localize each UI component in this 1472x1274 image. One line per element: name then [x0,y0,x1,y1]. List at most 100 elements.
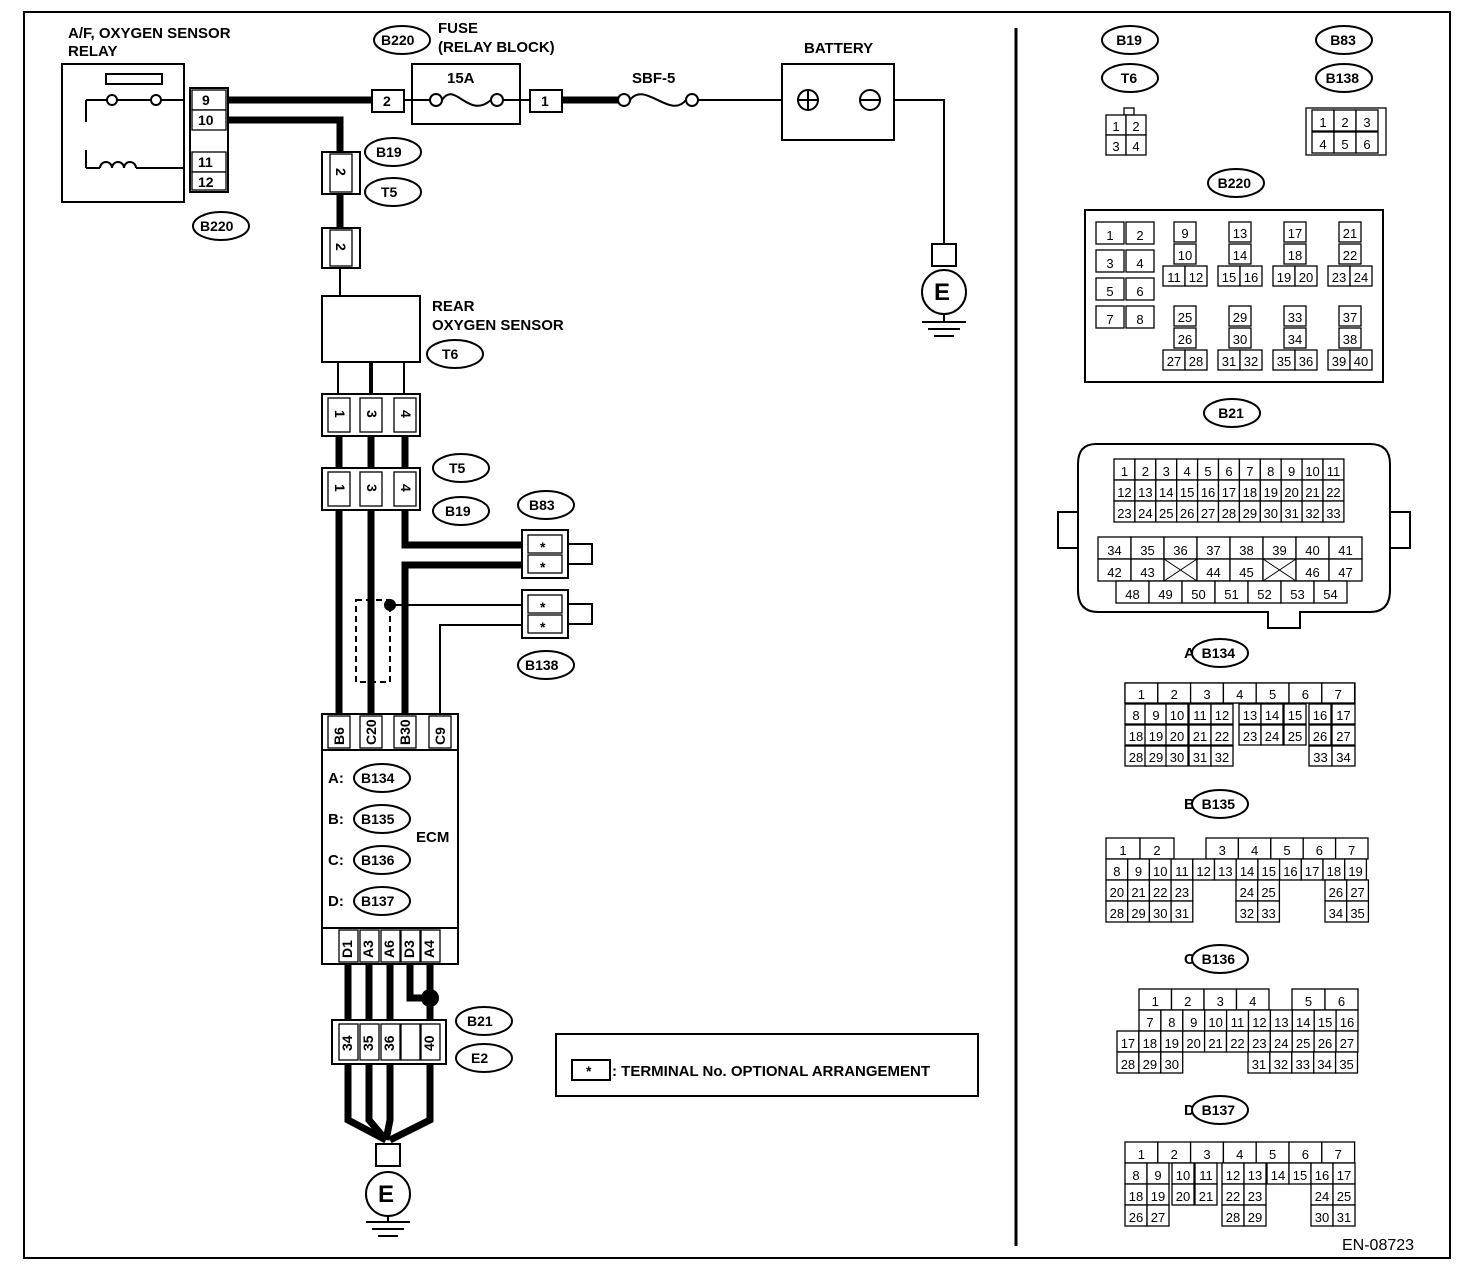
pin-number: 3 [1163,464,1170,479]
pin-number: 2 [1171,1147,1178,1162]
pin-cell [1349,265,1373,287]
pin-number: 15 [1318,1015,1332,1030]
svg-text:OXYGEN SENSOR: OXYGEN SENSOR [432,317,564,334]
pin-number: 4 [1251,843,1258,858]
pin-cell [1095,277,1125,301]
pin-number: 19 [1348,864,1362,879]
svg-text:(RELAY BLOCK): (RELAY BLOCK) [438,39,555,56]
pin-number: 28 [1129,750,1143,765]
connector-oval-label: B83 [1330,32,1356,48]
pin-number: 24 [1138,506,1152,521]
pin-number: 51 [1224,587,1238,602]
connector-oval-label: B21 [1218,405,1244,421]
pin-number: 33 [1261,906,1275,921]
ground-pin [338,1023,359,1061]
connector-oval-label: B135 [1202,796,1236,812]
svg-text:E: E [934,279,950,306]
pin-number: 35 [1277,354,1291,369]
pin-number: 20 [1176,1189,1190,1204]
pin-number: 2 [1142,464,1149,479]
pin-number: 23 [1252,1036,1266,1051]
pin-number: 4 [1249,994,1256,1009]
pin-cell [1355,109,1379,132]
connector-oval-b19 [1101,25,1159,55]
af-oxygen-sensor-relay: A/F, OXYGEN SENSOR RELAY 9 10 11 12 [61,25,231,203]
pin-number: 32 [1215,750,1229,765]
pin-number: 23 [1332,270,1346,285]
pin-number: 26 [1178,332,1192,347]
pin-number: 19 [1277,270,1291,285]
pin-cell [1228,327,1252,349]
pin-number: 4 [1236,1147,1243,1162]
pin-number: 6 [1302,1147,1309,1162]
svg-text:2: 2 [333,168,349,176]
pin-cell [1125,221,1155,245]
ecm-pin-label: A3 [360,940,376,958]
pin-number: 31 [1337,1210,1351,1225]
pin-number: 18 [1288,248,1302,263]
pin-cell [1160,1051,1184,1074]
pin-cell [1283,724,1307,746]
pin-number: 44 [1206,565,1220,580]
pin-cell [1338,305,1362,327]
pin-cell [1170,900,1194,923]
pin-number: 30 [1315,1210,1329,1225]
pin-number: 29 [1149,750,1163,765]
svg-text:E: E [378,1181,394,1208]
pin-number: 18 [1327,864,1341,879]
pin-cell [1243,1204,1267,1227]
pin-number: 26 [1318,1036,1332,1051]
pin-cell [1173,243,1197,265]
svg-text:B21: B21 [467,1013,493,1029]
pin-number: 47 [1338,565,1352,580]
connector-oval-t6 [1101,63,1159,93]
pin-number: 17 [1121,1036,1135,1051]
pin-number: 14 [1265,708,1279,723]
pin-number: 23 [1175,885,1189,900]
svg-text:B19: B19 [445,503,471,519]
ecm-connector-b136 [353,845,411,875]
pin-number: 41 [1338,543,1352,558]
pin-number: 34 [1317,1057,1331,1072]
pin-number: 39 [1272,543,1286,558]
pin-cell [1095,249,1125,273]
pin-number: 5 [1269,1147,1276,1162]
pin-number: 40 [1354,354,1368,369]
pin-number: 3 [1217,994,1224,1009]
pin-number: 17 [1288,226,1302,241]
pin-number: 31 [1222,354,1236,369]
pin-number: 31 [1252,1057,1266,1072]
pin-number: 11 [1231,1015,1245,1030]
svg-text:RELAY: RELAY [68,43,117,60]
pin-number: 8 [1113,864,1120,879]
pin-number: 9 [1288,464,1295,479]
pin-number: 8 [1168,1015,1175,1030]
pin-cell [1338,327,1362,349]
connector-oval-label: B137 [1202,1102,1236,1118]
sensor-wires [335,436,522,714]
pin-cell [1165,724,1189,746]
ecm-connector-b134 [353,763,411,793]
pin-cell [1338,221,1362,243]
pin-cell [1194,1183,1218,1206]
pin-cell [1283,305,1307,327]
pin-number: 29 [1131,906,1145,921]
pin-number: 29 [1233,310,1247,325]
pin-cell [1260,724,1284,746]
pin-number: 1 [1121,464,1128,479]
pin-number: 9 [1152,708,1159,723]
ground-pin-label: 36 [381,1035,397,1051]
pin-number: 30 [1165,1057,1179,1072]
ecm-pin-d3 [400,929,421,963]
svg-text:B138: B138 [525,657,559,673]
pin-number: 5 [1341,137,1348,152]
pin-number: 13 [1138,485,1152,500]
battery: BATTERY [781,40,895,141]
pin-number: 16 [1340,1015,1354,1030]
pin-number: 3 [1112,139,1119,154]
pin-cell [1165,703,1189,725]
pin-number: 19 [1151,1189,1165,1204]
pin-number: 8 [1267,464,1274,479]
